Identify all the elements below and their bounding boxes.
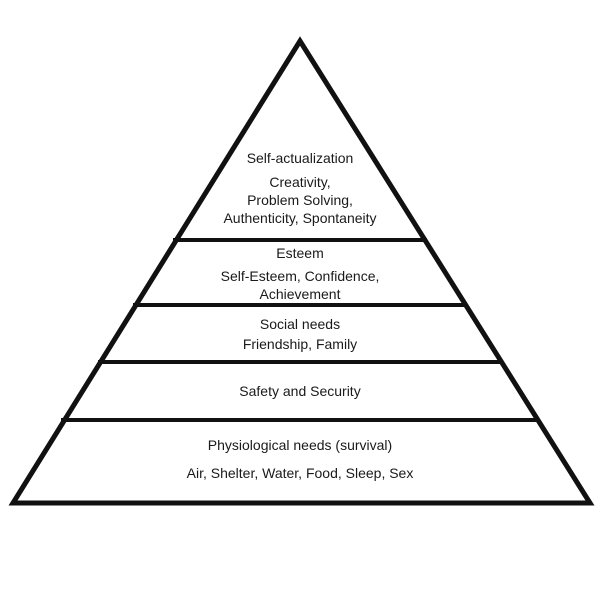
level-details: Self-Esteem, Confidence, Achievement [0, 267, 600, 303]
level-details: Air, Shelter, Water, Food, Sleep, Sex [0, 464, 600, 482]
level-title: Social needs [259, 316, 341, 332]
level-self-actualization: Self-actualization Creativity, Problem S… [0, 149, 600, 227]
level-title: Esteem [276, 245, 324, 261]
level-safety-security: Safety and Security [0, 382, 600, 400]
level-title: Self-actualization [246, 150, 354, 166]
level-detail-line: Problem Solving, [247, 192, 353, 208]
level-details: Friendship, Family [0, 335, 600, 353]
level-detail-line: Friendship, Family [242, 336, 358, 352]
level-detail-line: Self-Esteem, Confidence, [220, 268, 380, 284]
level-detail-line: Authenticity, Spontaneity [223, 210, 377, 226]
level-social-needs: Social needs Friendship, Family [0, 315, 600, 353]
level-detail-line: Creativity, [269, 174, 331, 190]
level-title: Physiological needs (survival) [207, 437, 393, 453]
level-physiological-needs: Physiological needs (survival) Air, Shel… [0, 436, 600, 482]
level-detail-line: Achievement [259, 286, 341, 302]
pyramid-outline [8, 36, 595, 506]
level-detail-line: Air, Shelter, Water, Food, Sleep, Sex [186, 465, 414, 481]
level-esteem: Esteem Self-Esteem, Confidence, Achievem… [0, 244, 600, 303]
level-title: Safety and Security [239, 383, 361, 399]
level-details: Creativity, Problem Solving, Authenticit… [0, 173, 600, 227]
